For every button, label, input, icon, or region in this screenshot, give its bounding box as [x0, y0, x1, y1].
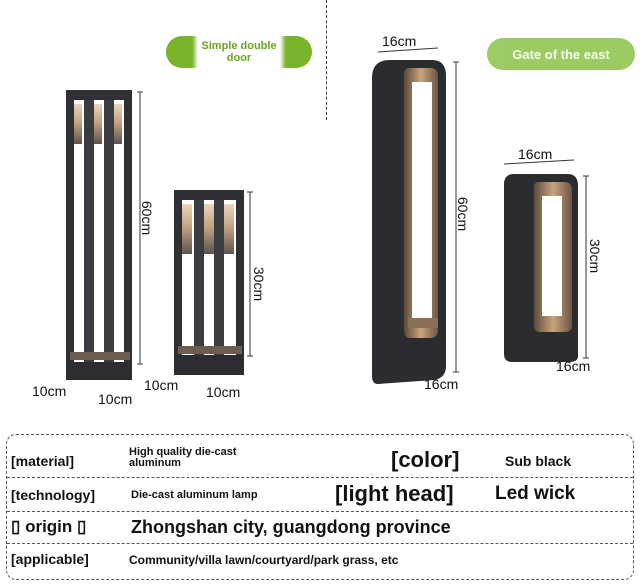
tall-square-width-bottom-label: 10cm — [98, 391, 133, 407]
tall-arch-height-label: 60cm — [455, 196, 472, 232]
color-value: Sub black — [505, 453, 572, 469]
light-head-label: [light head] — [335, 481, 454, 506]
short-arch-bottom-label: 16cm — [556, 358, 591, 374]
spec-divider — [7, 543, 633, 544]
spec-row-technology: [technology] Die-cast aluminum lamp [lig… — [7, 479, 633, 509]
short-square-width-left-label: 10cm — [144, 377, 179, 393]
origin-label: ▯ origin ▯ — [11, 517, 87, 536]
specs-table: [material] High quality die-cast aluminu… — [6, 434, 634, 580]
badge-simple-double-door-text: Simple double door — [201, 40, 277, 64]
applicable-label: [applicable] — [11, 551, 89, 567]
spec-row-material: [material] High quality die-cast aluminu… — [7, 445, 633, 475]
material-label: [material] — [11, 453, 75, 469]
center-divider — [326, 0, 327, 120]
origin-value: Zhongshan city, guangdong province — [131, 517, 451, 537]
badge-gate-of-the-east: Gate of the east — [487, 38, 635, 70]
badge-gate-of-the-east-text: Gate of the east — [512, 46, 610, 62]
tall-square-height-label: 60cm — [139, 200, 156, 236]
technology-label: [technology] — [11, 487, 95, 503]
tall-square-lamp — [66, 90, 132, 380]
tall-arch-lamp — [372, 60, 446, 384]
short-arch-top-label: 16cm — [518, 146, 553, 162]
dimension-lines — [137, 47, 589, 373]
short-square-width-bottom-label: 10cm — [206, 384, 241, 400]
short-arch-height-label: 30cm — [587, 238, 604, 274]
applicable-value: Community/villa lawn/courtyard/park gras… — [129, 553, 399, 567]
tall-arch-bottom-label: 16cm — [424, 376, 459, 392]
tall-arch-top-label: 16cm — [382, 33, 417, 49]
spec-row-applicable: [applicable] Community/villa lawn/courty… — [7, 545, 633, 575]
spec-row-origin: ▯ origin ▯ Zhongshan city, guangdong pro… — [7, 513, 633, 543]
tall-square-width-left-label: 10cm — [32, 383, 67, 399]
short-arch-lamp — [504, 174, 578, 362]
color-label: [color] — [391, 447, 460, 472]
product-illustration — [66, 47, 589, 384]
badge-simple-double-door: Simple double door — [166, 36, 312, 68]
short-square-height-label: 30cm — [251, 266, 268, 302]
technology-value: Die-cast aluminum lamp — [131, 489, 258, 501]
spec-divider — [7, 477, 633, 478]
light-head-value: Led wick — [495, 483, 576, 504]
material-value: High quality die-cast aluminum — [129, 446, 237, 469]
short-square-lamp — [174, 190, 244, 375]
spec-divider — [7, 511, 633, 512]
